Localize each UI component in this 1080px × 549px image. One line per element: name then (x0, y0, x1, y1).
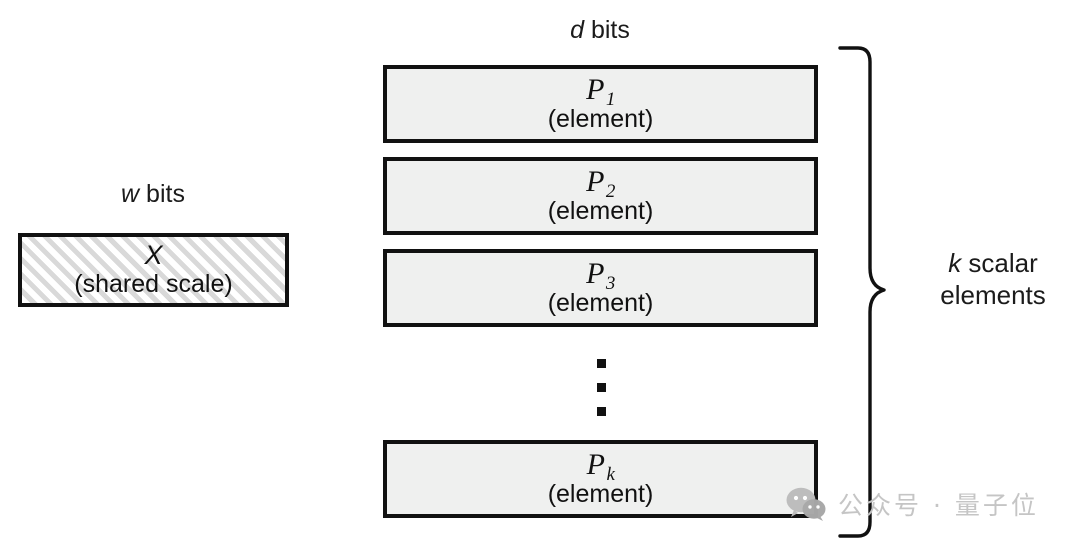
element-symbol-2: P2 (586, 165, 616, 203)
element-caption-3: (element) (547, 289, 654, 318)
element-symbol-3: P3 (586, 257, 616, 295)
element-box-3: P3 (element) (383, 249, 818, 327)
d-bits-text: bits (584, 16, 630, 44)
element-caption-1: (element) (547, 105, 654, 134)
element-symbol-1: P1 (586, 73, 616, 111)
w-bits-label: w bits (43, 182, 263, 207)
k-symbol: k (948, 248, 962, 278)
shared-scale-symbol: X (144, 239, 163, 270)
right-brace (836, 44, 908, 540)
elements-text: elements (940, 279, 1046, 310)
vertical-ellipsis-icon (597, 359, 606, 416)
shared-scale-box: X (shared scale) (18, 233, 289, 307)
element-box-k: Pk (element) (383, 440, 818, 518)
element-box-1: P1 (element) (383, 65, 818, 143)
shared-scale-caption: (shared scale) (74, 269, 233, 298)
d-bits-label: d bits (490, 18, 710, 43)
element-symbol-k: Pk (586, 448, 616, 486)
element-caption-2: (element) (547, 197, 654, 226)
k-scalar-text: scalar (961, 248, 1038, 278)
k-scalar-elements-label: k scalar elements (906, 248, 1080, 312)
element-box-2: P2 (element) (383, 157, 818, 235)
d-symbol: d (570, 16, 585, 44)
watermark: 公众号 · 量子位 (786, 486, 1039, 522)
element-caption-k: (element) (547, 480, 654, 509)
w-bits-text: bits (139, 180, 185, 208)
w-symbol: w (121, 180, 140, 208)
brace-icon (838, 46, 886, 538)
